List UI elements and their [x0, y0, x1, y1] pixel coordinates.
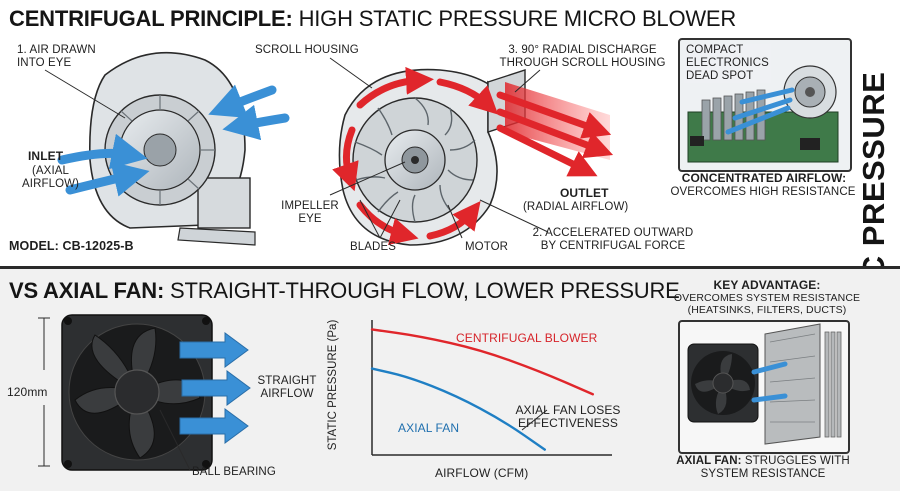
- chart-series-line-0: [370, 328, 594, 396]
- section-divider: [0, 266, 900, 269]
- chart-annotation-leader: [521, 409, 548, 431]
- label-ball-bearing: BALL BEARING: [192, 466, 276, 478]
- label-inlet: INLET: [28, 149, 64, 163]
- top-title: CENTRIFUGAL PRINCIPLE: HIGH STATIC PRESS…: [9, 6, 736, 32]
- impeller-blades: [354, 97, 476, 223]
- outlet-beams: [496, 82, 614, 177]
- label-outlet-sub: (RADIAL AIRFLOW): [523, 201, 629, 213]
- chart-y-label: STATIC PRESSURE (Pa): [318, 310, 348, 460]
- blower-housing-left: [88, 51, 256, 246]
- bearing-leader: [159, 409, 191, 471]
- pressure-airflow-chart: [370, 320, 612, 456]
- chart-series-label-axial: AXIAL FAN: [398, 421, 460, 435]
- label-radial-discharge: 3. 90° RADIAL DISCHARGE THROUGH SCROLL H…: [499, 44, 666, 69]
- inlet-arrows-left: [57, 84, 290, 197]
- chart-series-line-1: [370, 367, 546, 451]
- resistance-illustration: [687, 323, 842, 445]
- bottom-title: VS AXIAL FAN: STRAIGHT-THROUGH FLOW, LOW…: [9, 278, 680, 304]
- label-accelerated: 2. ACCELERATED OUTWARD BY CENTRIFUGAL FO…: [532, 227, 694, 252]
- label-inlet-sub: (AXIAL AIRFLOW): [22, 165, 80, 190]
- label-straight-airflow: STRAIGHT AIRFLOW: [257, 375, 317, 400]
- dimension-line: [38, 317, 50, 467]
- top-title-rest: HIGH STATIC PRESSURE MICRO BLOWER: [298, 6, 737, 31]
- label-size: 120mm: [7, 385, 48, 399]
- straight-airflow-arrows: [179, 332, 251, 444]
- resistance-box: [678, 320, 850, 454]
- axial-fan: [61, 314, 213, 471]
- top-title-bold: CENTRIFUGAL PRINCIPLE:: [9, 6, 293, 31]
- electronics-illustration: [687, 65, 839, 163]
- electronics-box: COMPACT ELECTRONICS DEAD SPOT: [678, 38, 852, 172]
- label-concentrated: CONCENTRATED AIRFLOW:: [681, 171, 847, 185]
- chart-x-label: AIRFLOW (CFM): [435, 466, 529, 480]
- chart-y-label-text: STATIC PRESSURE (Pa): [327, 319, 339, 451]
- label-impeller-eye: IMPELLER EYE: [281, 200, 339, 225]
- bottom-title-bold: VS AXIAL FAN:: [9, 278, 165, 303]
- centrifugal-flow-arrows: [332, 66, 499, 246]
- label-outlet: OUTLET: [560, 186, 609, 200]
- key-advantage-sub: OVERCOMES SYSTEM RESISTANCE (HEATSINKS, …: [673, 292, 861, 316]
- label-concentrated-sub: OVERCOMES HIGH RESISTANCE: [670, 186, 856, 198]
- axial-struggle-rest: STRUGGLES WITH SYSTEM RESISTANCE: [700, 455, 850, 480]
- bottom-title-rest: STRAIGHT-THROUGH FLOW, LOWER PRESSURE: [170, 278, 680, 303]
- label-air-drawn: 1. AIR DRAWN INTO EYE: [17, 44, 96, 69]
- chart-series-label-centrifugal: CENTRIFUGAL BLOWER: [456, 331, 598, 345]
- leader-lines-top: [44, 57, 549, 239]
- label-compact: COMPACT ELECTRONICS DEAD SPOT: [684, 44, 771, 83]
- label-model: MODEL: CB-12025-B: [9, 239, 134, 253]
- label-scroll-housing: SCROLL HOUSING: [255, 44, 359, 56]
- axial-struggle-label: AXIAL FAN: STRUGGLES WITH SYSTEM RESISTA…: [672, 455, 854, 481]
- key-advantage-title: KEY ADVANTAGE:: [713, 278, 821, 292]
- axial-struggle-bold: AXIAL FAN:: [676, 455, 742, 467]
- label-blades: BLADES: [350, 241, 396, 253]
- label-motor: MOTOR: [465, 241, 509, 253]
- chart-annotation: AXIAL FAN LOSES EFFECTIVENESS: [515, 403, 621, 430]
